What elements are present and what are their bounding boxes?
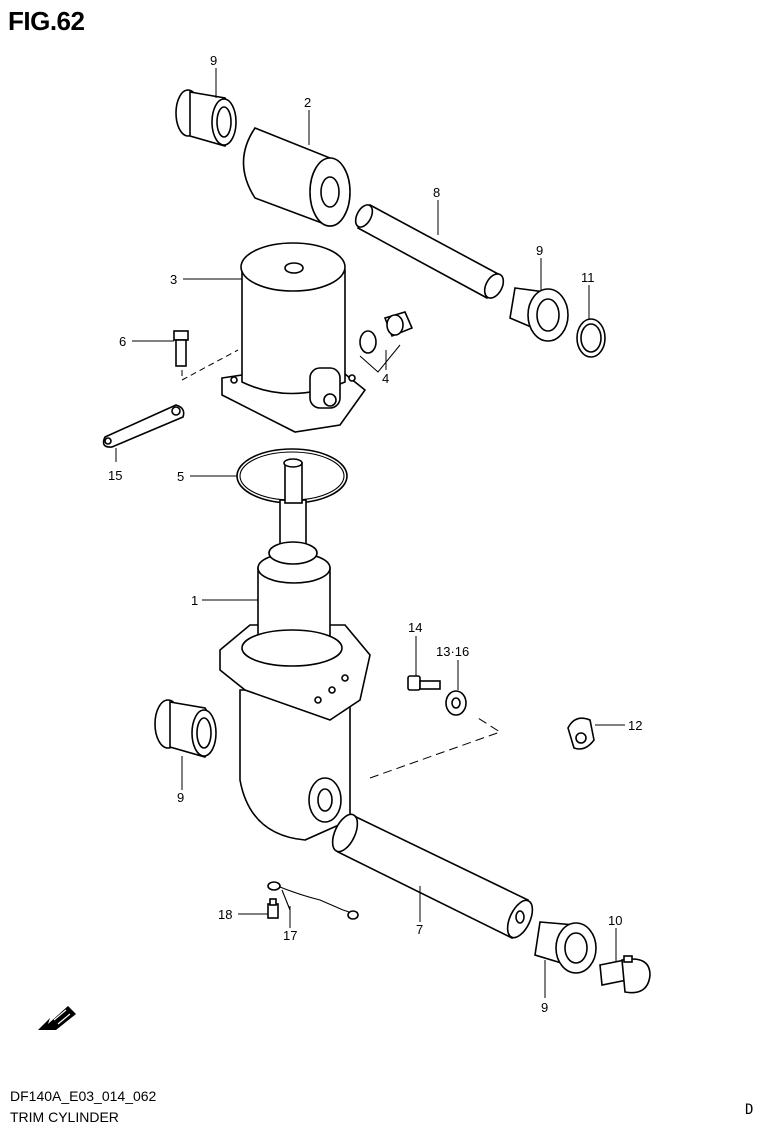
page-letter: D (745, 1102, 754, 1118)
fwd-arrow-icon (38, 1006, 76, 1030)
cylinder-1 (219, 458, 371, 841)
callout-17: 17 (283, 928, 297, 943)
callout-14: 14 (408, 620, 422, 635)
callout-12: 12 (628, 718, 642, 733)
bushing-9-left (154, 699, 217, 758)
bushing-9-bottom (534, 921, 597, 974)
bolt-14 (407, 675, 441, 691)
callout-9-right: 9 (536, 243, 543, 258)
callout-3: 3 (170, 272, 177, 287)
bolt-6 (173, 330, 189, 367)
bolt-10 (599, 955, 651, 994)
ground-cable-17 (267, 881, 359, 920)
strap-15 (102, 404, 185, 448)
callout-9-bottom: 9 (541, 1000, 548, 1015)
figure-title: FIG.62 (8, 6, 85, 36)
callout-9-left: 9 (177, 790, 184, 805)
callout-15: 15 (108, 468, 122, 483)
callout-13-16: 13·16 (436, 644, 469, 659)
callout-2: 2 (304, 95, 311, 110)
callout-4: 4 (382, 371, 389, 386)
callout-11: 11 (581, 270, 595, 285)
bushing-9-top (175, 89, 237, 147)
footer-diagram-code: DF140A_E03_014_062 (10, 1088, 157, 1104)
washer-13-16 (445, 690, 467, 716)
callout-5: 5 (177, 469, 184, 484)
clip-12 (567, 717, 595, 750)
callout-10: 10 (608, 913, 622, 928)
callout-1: 1 (191, 593, 198, 608)
callout-9-top: 9 (210, 53, 217, 68)
pin-7 (331, 813, 534, 940)
housing-3 (221, 242, 367, 433)
sleeve-2 (242, 127, 351, 227)
bushing-9-right (509, 287, 569, 342)
fitting-4 (359, 311, 414, 354)
leader-4-bracket (359, 344, 401, 373)
callout-8: 8 (433, 185, 440, 200)
callout-6: 6 (119, 334, 126, 349)
leader-lines (115, 68, 625, 998)
callout-7: 7 (416, 922, 423, 937)
leader-13-14-dash (369, 717, 502, 779)
leader-6-dash (181, 349, 239, 381)
circlip-11 (576, 318, 606, 358)
pin-8 (354, 203, 505, 300)
screw-18 (267, 898, 279, 919)
callout-18: 18 (218, 907, 232, 922)
footer-diagram-name: TRIM CYLINDER (10, 1109, 119, 1125)
